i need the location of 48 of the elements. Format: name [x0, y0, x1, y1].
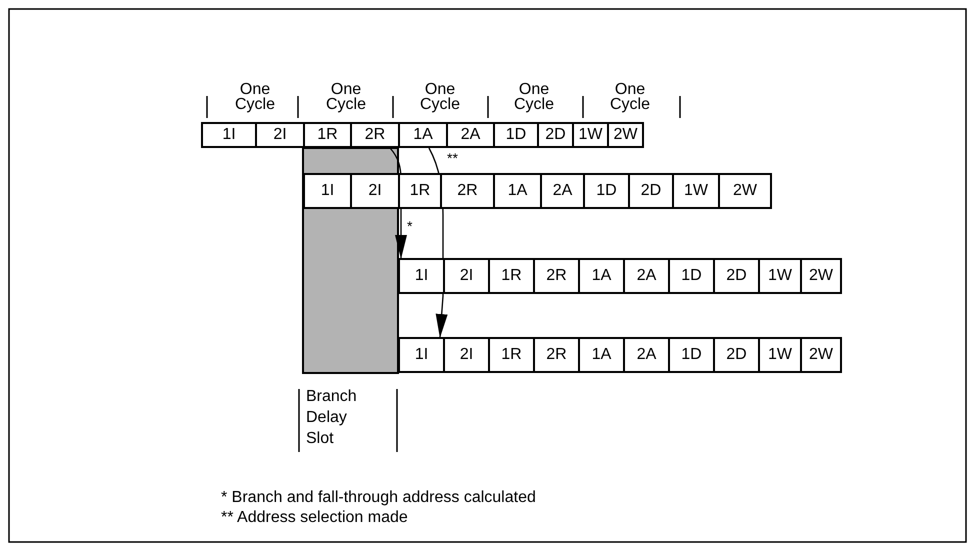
pipeline-stage-cell: 2I [443, 337, 490, 373]
pipeline-stage-cell: 1I [398, 337, 445, 373]
pipeline-stage-cell: 1W [758, 337, 802, 373]
pipeline-stage-cell: 2W [718, 173, 772, 209]
pipeline-stage-cell: 2W [800, 337, 842, 373]
pipeline-stage-cell: 2W [607, 122, 644, 148]
pipeline-stage-cell: 2I [443, 258, 490, 294]
pipeline-stage-cell: 2I [255, 122, 305, 148]
pipeline-stage-cell: 1R [488, 258, 535, 294]
pipeline-stage-cell: 1R [398, 173, 442, 209]
footnote: * Branch and fall-through address calculated [221, 489, 537, 506]
pipeline-stage-cell: 1D [583, 173, 630, 209]
pipeline-stage-cell: 1W [758, 258, 802, 294]
pipeline-stage-cell: 2A [623, 258, 670, 294]
pipeline-stage-cell: 2I [350, 173, 400, 209]
pipeline-stage-cell: 1D [668, 337, 715, 373]
pipeline-stage-cell: 1I [201, 122, 257, 148]
pipeline-stage-cell: 2A [446, 122, 495, 148]
pipeline-stage-cell: 2R [533, 337, 580, 373]
pipeline-stage-cell: 2D [713, 258, 760, 294]
pipeline-stage-cell: 1D [668, 258, 715, 294]
branch-delay-slot-label: Branch Delay Slot [306, 387, 358, 449]
pipeline-stage-cell: 2W [800, 258, 842, 294]
pipeline-stage-cell: 1A [578, 337, 625, 373]
pipeline-stage-cell: 1A [493, 173, 542, 209]
pipeline-stage-cell: 1W [672, 173, 720, 209]
pipeline-stage-cell: 1D [493, 122, 539, 148]
pipeline-stage-cell: 2A [540, 173, 585, 209]
pipeline-stage-cell: 1W [572, 122, 609, 148]
pipeline-stage-cell: 1I [303, 173, 352, 209]
pipeline-stage-cell: 1A [578, 258, 625, 294]
pipeline-stage-cell: 2R [533, 258, 580, 294]
pipeline-stage-cell: 2R [440, 173, 495, 209]
pipeline-stage-cell: 1I [398, 258, 445, 294]
footnote: ** Address selection made [221, 509, 409, 526]
pipeline-stage-cell: 1A [398, 122, 448, 148]
pipeline-stage-cell: 2R [350, 122, 400, 148]
pipeline-stage-cell: 2D [713, 337, 760, 373]
cycle-label: One Cycle [512, 82, 555, 112]
pipeline-stage-cell: 2A [623, 337, 670, 373]
pipeline-stage-cell: 1R [303, 122, 352, 148]
pipeline-stage-cell: 1R [488, 337, 535, 373]
cycle-label: One Cycle [234, 82, 276, 112]
cycle-label: One Cycle [324, 82, 367, 112]
cycle-label: One Cycle [608, 82, 651, 112]
pipeline-stage-cell: 2D [537, 122, 574, 148]
cycle-label: One Cycle [418, 82, 461, 112]
pipeline-stage-cell: 2D [628, 173, 674, 209]
